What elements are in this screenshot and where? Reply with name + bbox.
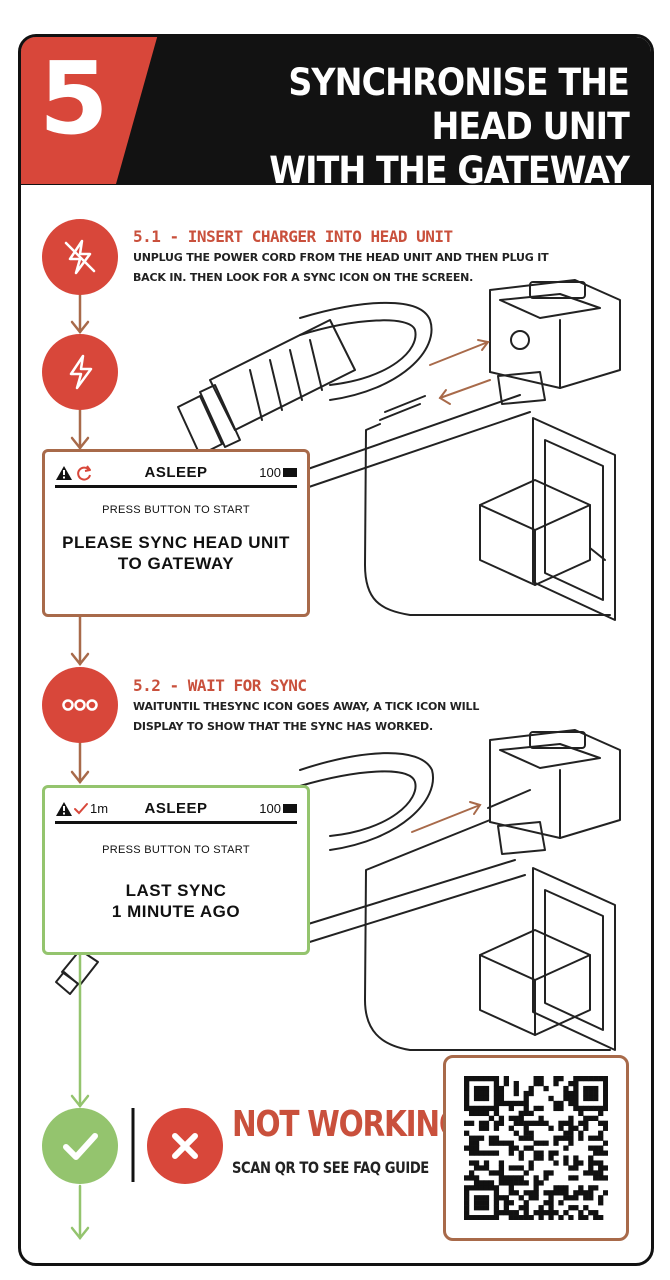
tick-icon	[74, 803, 88, 815]
battery-level: 100	[259, 465, 281, 480]
screen-status-bar: ASLEEP 100	[55, 462, 297, 488]
step-5-1-body: UNPLUG THE POWER CORD FROM THE HEAD UNIT…	[133, 248, 549, 288]
fail-cross-icon	[147, 1108, 223, 1184]
step-5-1-body-line-1: UNPLUG THE POWER CORD FROM THE HEAD UNIT…	[133, 251, 549, 264]
sync-icon	[77, 465, 91, 481]
title-line-2: WITH THE GATEWAY	[269, 149, 630, 192]
head-unit-screen-sync-required: ASLEEP 100 PRESS BUTTON TO START PLEASE …	[42, 449, 310, 617]
step-5-1-heading: 5.1 - INSERT CHARGER INTO HEAD UNIT	[133, 227, 453, 246]
step-5-2-heading: 5.2 - WAIT FOR SYNC	[133, 676, 307, 695]
screen-message: PLEASE SYNC HEAD UNIT TO GATEWAY	[45, 532, 307, 574]
step-5-2-body-line-2: DISPLAY TO SHOW THAT THE SYNC HAS WORKED…	[133, 720, 433, 733]
instruction-card: 5 SYNCHRONISE THE HEAD UNIT WITH THE GAT…	[18, 34, 654, 1266]
screen-status-text: ASLEEP	[144, 800, 208, 817]
screen-status-text: ASLEEP	[144, 464, 208, 481]
head-unit-screen-synced: 1m ASLEEP 100 PRESS BUTTON TO START LAST…	[42, 785, 310, 955]
qr-code-box	[443, 1055, 629, 1241]
battery-icon	[283, 468, 297, 477]
screen-hint: PRESS BUTTON TO START	[102, 844, 250, 856]
screen-message-line-1: LAST SYNC	[125, 881, 227, 900]
battery-indicator: 100	[259, 801, 297, 816]
waiting-dots-icon	[42, 667, 118, 743]
battery-icon	[283, 804, 297, 813]
step-5-2-body: WAITUNTIL THESYNC ICON GOES AWAY, A TICK…	[133, 697, 479, 737]
screen-message-line-1: PLEASE SYNC HEAD UNIT	[62, 533, 290, 552]
warning-icon	[56, 802, 72, 816]
not-working-subtitle: SCAN QR TO SEE FAQ GUIDE	[232, 1158, 429, 1177]
qr-code-icon[interactable]	[464, 1076, 608, 1220]
success-tick-icon	[42, 1108, 118, 1184]
battery-indicator: 100	[259, 465, 297, 480]
header: 5 SYNCHRONISE THE HEAD UNIT WITH THE GAT…	[21, 37, 651, 192]
not-working-title: NOT WORKING?	[232, 1104, 479, 1145]
sync-age: 1m	[90, 801, 109, 816]
step-5-1-body-line-2: BACK IN. THEN LOOK FOR A SYNC ICON ON TH…	[133, 271, 474, 284]
screen-message-line-2: 1 MINUTE AGO	[111, 902, 241, 921]
battery-level: 100	[259, 801, 281, 816]
step-5-2-body-line-1: WAITUNTIL THESYNC ICON GOES AWAY, A TICK…	[133, 700, 480, 713]
screen-hint: PRESS BUTTON TO START	[102, 504, 250, 516]
warning-icon	[56, 466, 72, 480]
title-line-1: SYNCHRONISE THE HEAD UNIT	[288, 61, 630, 148]
screen-message-line-2: TO GATEWAY	[117, 554, 235, 573]
no-power-icon	[42, 219, 118, 295]
power-icon	[42, 334, 118, 410]
step-number: 5	[39, 40, 109, 157]
page-title: SYNCHRONISE THE HEAD UNIT WITH THE GATEW…	[233, 61, 630, 193]
screen-message: LAST SYNC 1 MINUTE AGO	[45, 880, 307, 922]
screen-status-bar: 1m ASLEEP 100	[55, 798, 297, 824]
step-badge	[21, 37, 158, 184]
